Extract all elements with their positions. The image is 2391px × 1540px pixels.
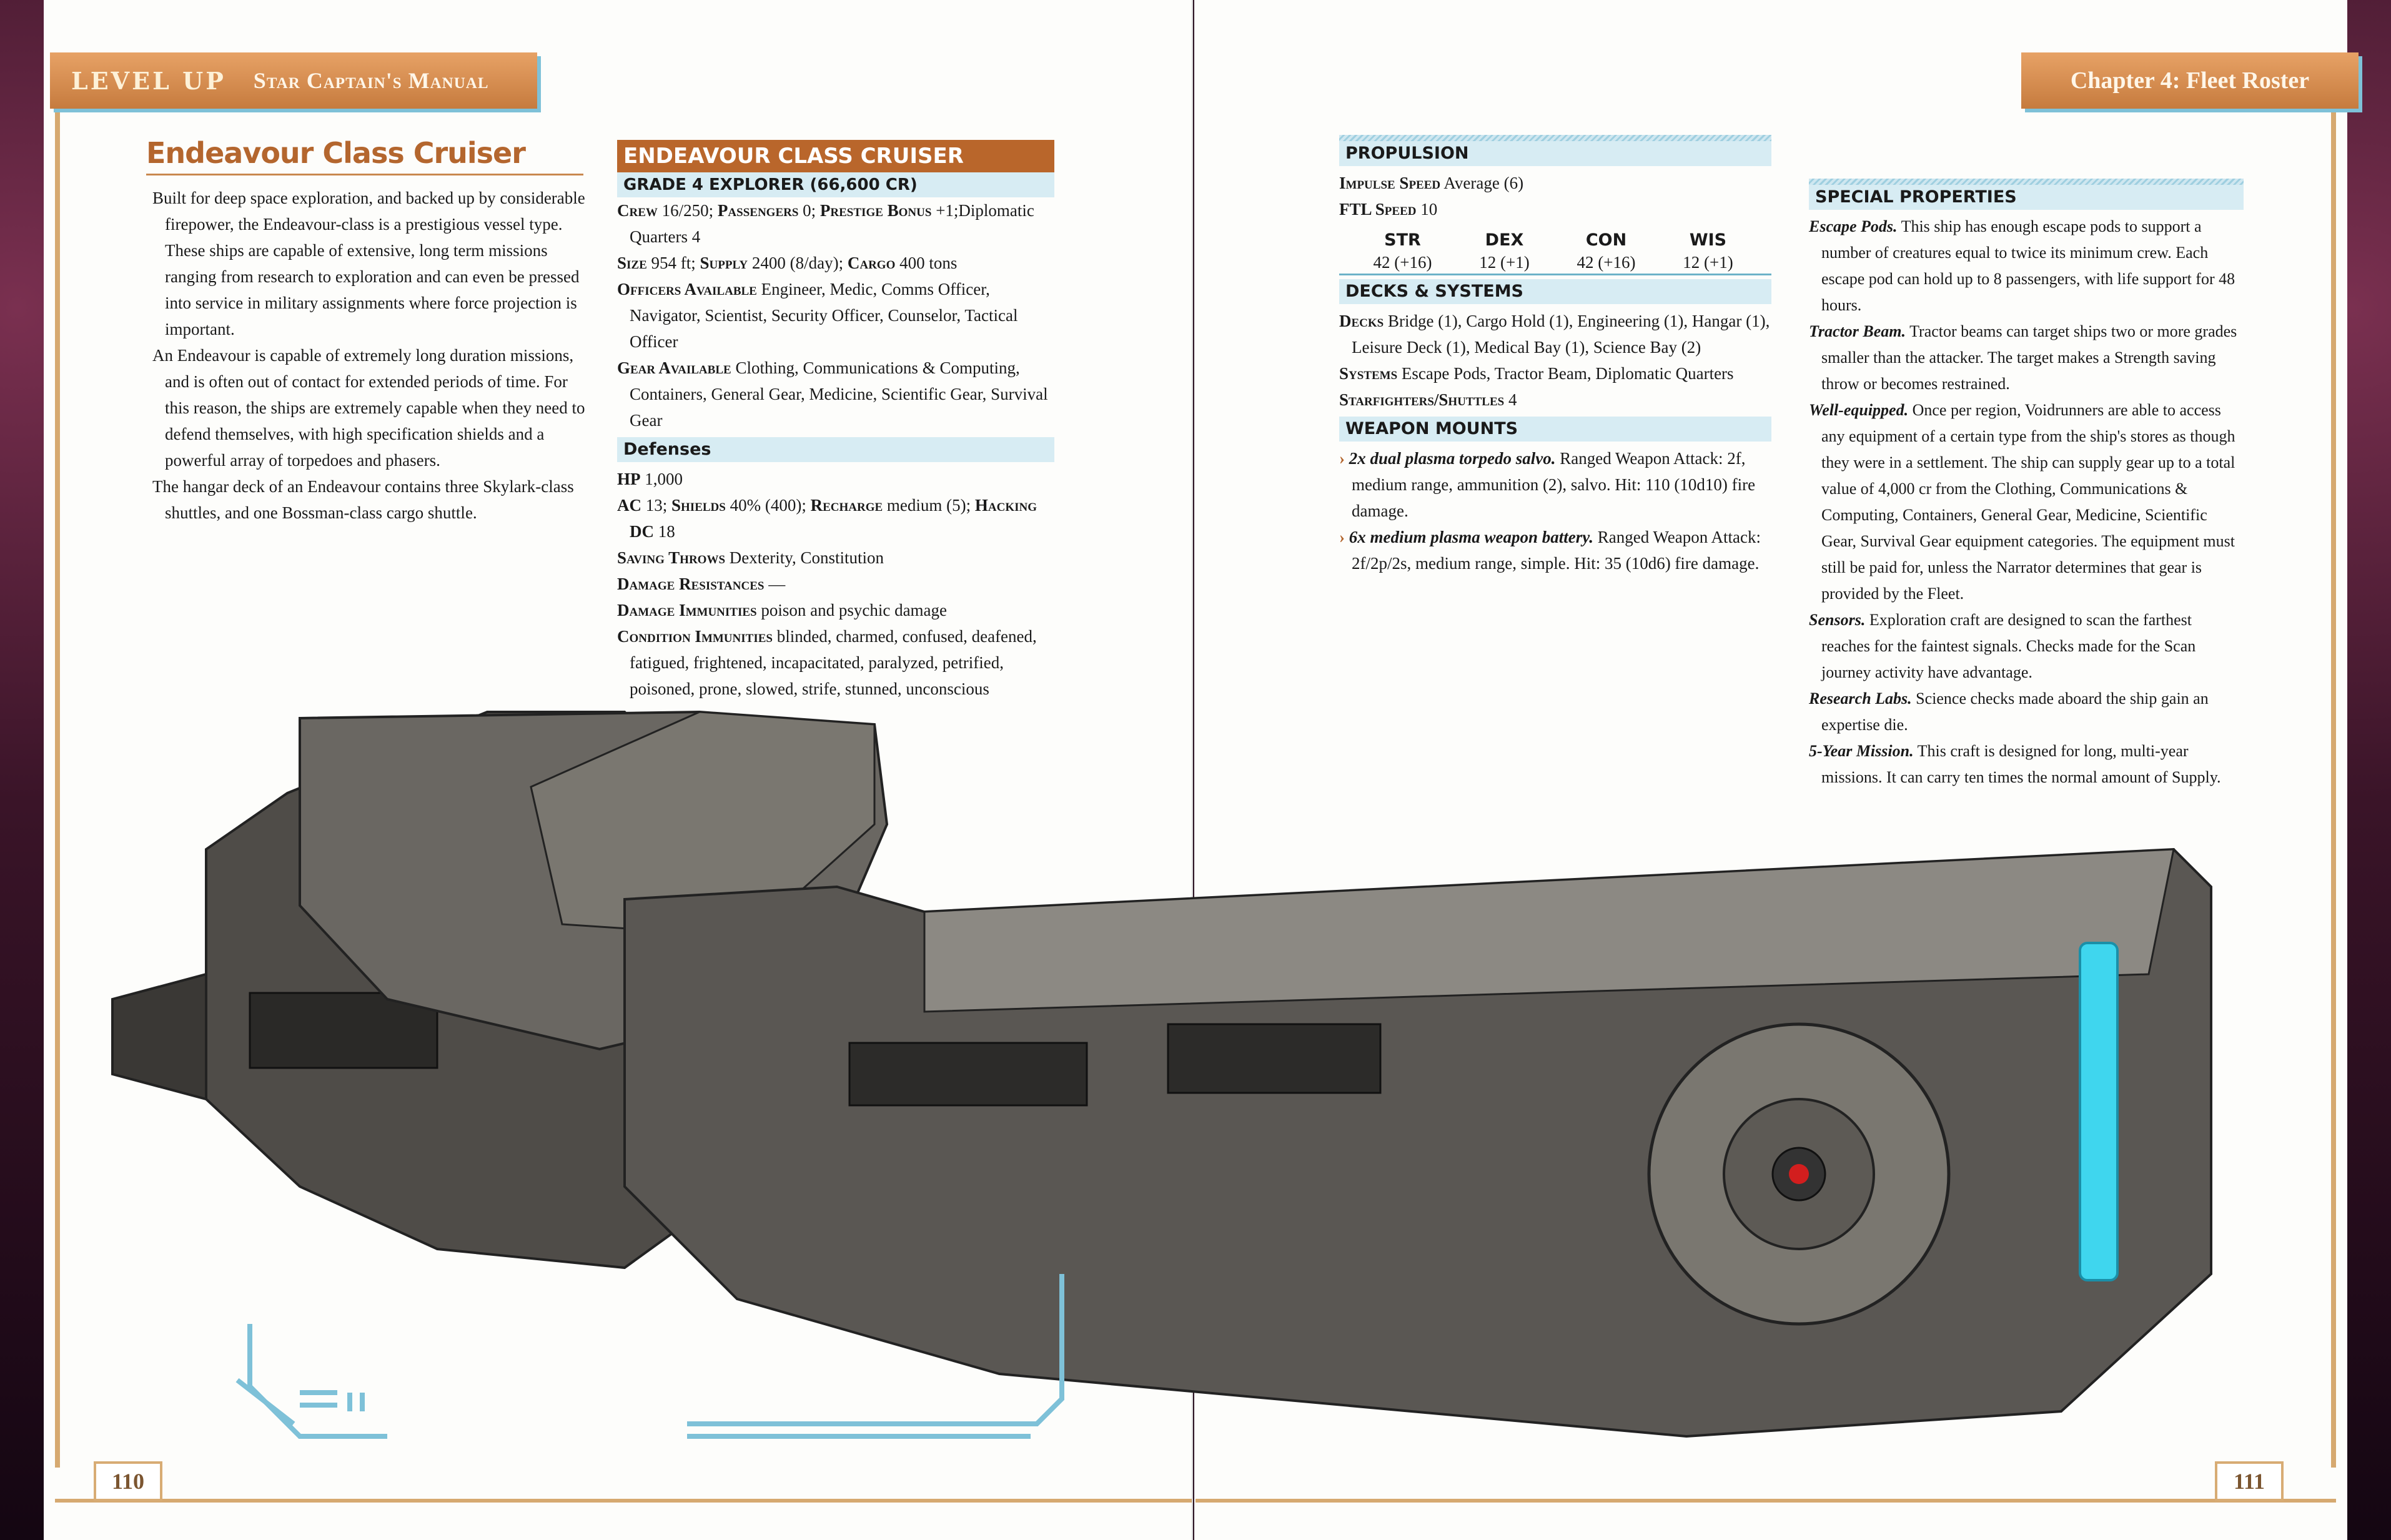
intro-paragraph-2: An Endeavour is capable of extremely lon… bbox=[152, 346, 585, 470]
defenses-heading: Defenses bbox=[617, 437, 1054, 462]
intro-paragraph-3: The hangar deck of an Endeavour contains… bbox=[152, 477, 574, 522]
ftl-row: FTL Speed 10 bbox=[1339, 200, 1438, 219]
size-row: Size 954 ft; Supply 2400 (8/day); Cargo … bbox=[617, 254, 958, 272]
brand-logo: LEVEL UP bbox=[71, 66, 226, 95]
ac-row: AC 13; Shields 40% (400); Recharge mediu… bbox=[617, 496, 1037, 541]
gold-border-left bbox=[55, 106, 60, 1468]
special-item: Tractor Beam. Tractor beams can target s… bbox=[1809, 322, 2237, 393]
statblock-systems: PROPULSION Impulse Speed Average (6) FTL… bbox=[1339, 131, 1771, 576]
special-heading: SPECIAL PROPERTIES bbox=[1809, 179, 2244, 210]
gold-border-right bbox=[2331, 106, 2336, 1468]
special-item: 5-Year Mission. This craft is designed f… bbox=[1809, 742, 2221, 786]
immune-row: Damage Immunities poison and psychic dam… bbox=[617, 601, 948, 619]
chevron-right-icon: › bbox=[1339, 449, 1345, 468]
gold-border-bottom-right bbox=[1196, 1499, 2336, 1503]
book-title: Star Captain's Manual bbox=[253, 68, 489, 93]
fighters-row: Starfighters/Shuttles 4 bbox=[1339, 390, 1517, 409]
systems-row: Systems Escape Pods, Tractor Beam, Diplo… bbox=[1339, 364, 1734, 383]
weapon-2: › 6x medium plasma weapon battery. Range… bbox=[1339, 528, 1761, 573]
condition-row: Condition Immunities blinded, charmed, c… bbox=[617, 627, 1037, 698]
special-properties: SPECIAL PROPERTIES Escape Pods. This shi… bbox=[1809, 175, 2244, 791]
resist-row: Damage Resistances — bbox=[617, 575, 786, 593]
page-number-left: 110 bbox=[94, 1461, 162, 1501]
officers-row: Officers Available Engineer, Medic, Comm… bbox=[617, 280, 1018, 351]
weapons-heading: WEAPON MOUNTS bbox=[1339, 417, 1771, 442]
chevron-right-icon: › bbox=[1339, 528, 1345, 546]
weapon-1: › 2x dual plasma torpedo salvo. Ranged W… bbox=[1339, 449, 1756, 520]
running-header-right: Chapter 4: Fleet Roster bbox=[2021, 52, 2359, 109]
special-item: Research Labs. Science checks made aboar… bbox=[1809, 689, 2209, 734]
intro-paragraph-1: Built for deep space exploration, and ba… bbox=[152, 189, 585, 338]
propulsion-heading: PROPULSION bbox=[1339, 135, 1771, 166]
gold-border-bottom-left bbox=[55, 1499, 1192, 1503]
section-title: Endeavour Class Cruiser bbox=[146, 136, 583, 175]
running-header-left: LEVEL UP Star Captain's Manual bbox=[50, 52, 537, 109]
intro-text: Built for deep space exploration, and ba… bbox=[152, 185, 590, 526]
special-item: Well-equipped. Once per region, Voidrunn… bbox=[1809, 401, 2235, 603]
decks-row: Decks Bridge (1), Cargo Hold (1), Engine… bbox=[1339, 312, 1770, 357]
statblock-title: ENDEAVOUR CLASS CRUISER bbox=[617, 140, 1054, 172]
special-item: Escape Pods. This ship has enough escape… bbox=[1809, 217, 2235, 314]
crew-row: Crew 16/250; Passengers 0; Prestige Bonu… bbox=[617, 201, 1034, 246]
hp-row: HP 1,000 bbox=[617, 470, 683, 488]
statblock-grade: GRADE 4 EXPLORER (66,600 CR) bbox=[617, 172, 1054, 197]
page-number-right: 111 bbox=[2215, 1461, 2284, 1501]
impulse-row: Impulse Speed Average (6) bbox=[1339, 174, 1524, 192]
statblock-core: ENDEAVOUR CLASS CRUISER GRADE 4 EXPLORER… bbox=[617, 140, 1054, 702]
gear-row: Gear Available Clothing, Communications … bbox=[617, 358, 1048, 430]
saves-row: Saving Throws Dexterity, Constitution bbox=[617, 548, 884, 567]
chapter-title: Chapter 4: Fleet Roster bbox=[2070, 67, 2310, 94]
decks-heading: DECKS & SYSTEMS bbox=[1339, 279, 1771, 304]
special-item: Sensors. Exploration craft are designed … bbox=[1809, 611, 2196, 681]
